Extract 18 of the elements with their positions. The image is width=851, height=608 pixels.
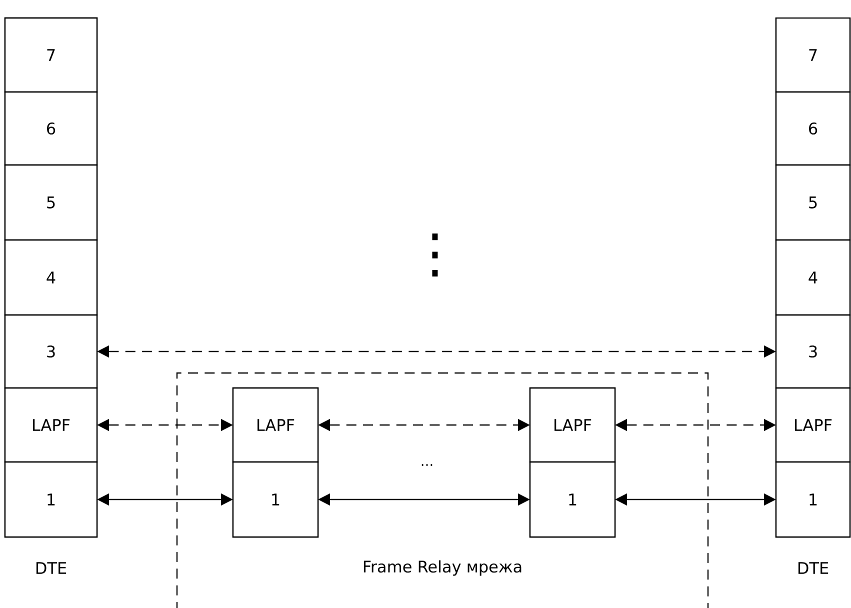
- node-label: DTE: [798, 562, 828, 574]
- layer-box: 1: [775, 461, 851, 538]
- layer-box: 7: [775, 17, 851, 93]
- layer-box: 5: [4, 164, 98, 241]
- vertical-ellipsis: ⋮: [432, 234, 438, 277]
- layer-box: LAPF: [4, 387, 98, 463]
- layer-box: 4: [4, 239, 98, 316]
- ellipsis: …: [422, 464, 432, 466]
- layer-box: 3: [775, 314, 851, 389]
- layer-box: 1: [4, 461, 98, 538]
- layer-box: 6: [4, 91, 98, 166]
- node-label: DTE: [36, 562, 66, 574]
- layer-box: 5: [775, 164, 851, 241]
- layer-box: LAPF: [775, 387, 851, 463]
- layer-box: 6: [775, 91, 851, 166]
- layer-box: 4: [775, 239, 851, 316]
- layer-box: 3: [4, 314, 98, 389]
- layer-box: 7: [4, 17, 98, 93]
